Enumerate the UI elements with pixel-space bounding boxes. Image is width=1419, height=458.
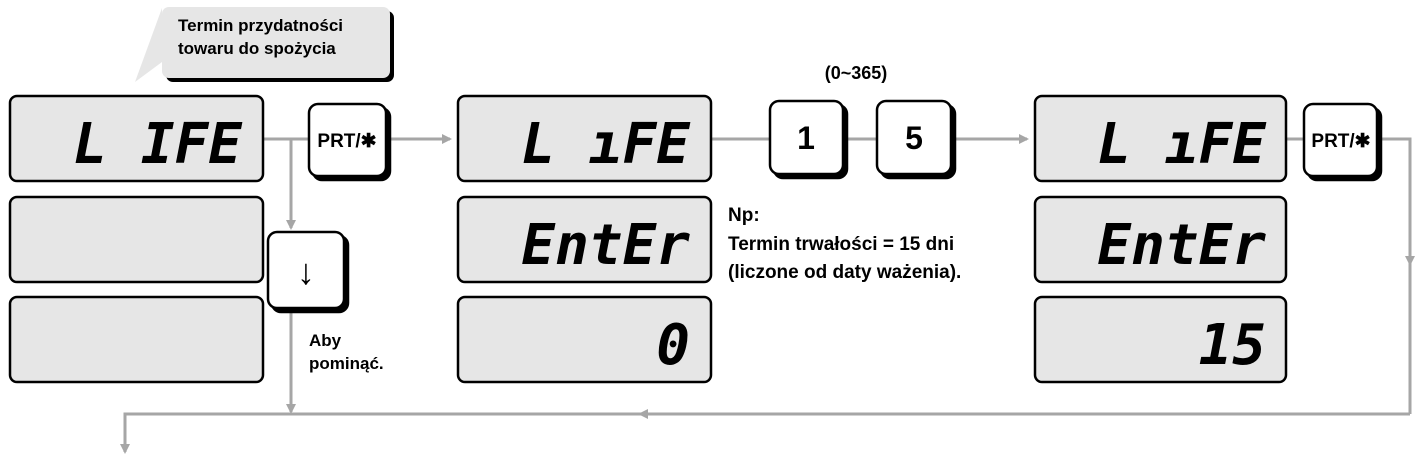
lcd-display (1033, 295, 1288, 384)
display-column-1: L IFE (8, 94, 265, 384)
lcd-display (8, 94, 265, 183)
digit-key-1[interactable]: 1 (768, 99, 845, 176)
lcd-display (1033, 94, 1288, 183)
display-column-2: L ıFE EntEr 0 (456, 94, 713, 384)
callout-line2: towaru do spożycia (178, 39, 336, 58)
lcd-text: EntEr (521, 213, 690, 278)
lcd-text: L ıFE (1097, 112, 1267, 177)
callout-line1: Termin przydatności (178, 16, 343, 35)
digit-key-5[interactable]: 5 (875, 99, 953, 176)
skip-note-line1: Aby (309, 331, 342, 350)
lcd-display (456, 94, 713, 183)
lcd-text: L ıFE (521, 112, 691, 177)
lcd-display (456, 195, 713, 284)
prt-key-label: PRT/✱ (1311, 131, 1370, 152)
connector-arrow-down (1377, 137, 1415, 266)
digit-key-label: 1 (797, 120, 815, 156)
example-note-line3: (liczone od daty ważenia). (728, 262, 961, 283)
lcd-display (1033, 195, 1288, 284)
display-column-3: L ıFE EntEr 15 (1033, 94, 1288, 384)
lcd-display (8, 295, 265, 384)
lcd-text: L IFE (73, 112, 243, 177)
lcd-text: 0 (656, 313, 690, 378)
callout: Termin przydatności towaru do spożycia (135, 7, 394, 82)
prt-key-label: PRT/✱ (317, 131, 376, 152)
example-note: Np: Termin trwałości = 15 dni (liczone o… (728, 205, 961, 283)
down-key[interactable]: ↓ (266, 230, 346, 310)
lcd-text: 15 (1199, 313, 1266, 378)
prt-key[interactable]: PRT/✱ (1302, 102, 1379, 178)
lcd-display (456, 295, 713, 384)
example-note-line1: Np: (728, 205, 760, 226)
skip-note: Aby pominąć. (309, 331, 384, 373)
connector-arrow-down (120, 412, 640, 454)
lcd-text: EntEr (1097, 213, 1266, 278)
digit-key-label: 5 (905, 120, 923, 156)
skip-note-line2: pominąć. (309, 354, 384, 373)
lcd-display (8, 195, 265, 284)
range-label: (0~365) (825, 63, 888, 83)
prt-key[interactable]: PRT/✱ (307, 102, 388, 178)
connectors (120, 134, 1415, 454)
example-note-line2: Termin trwałości = 15 dni (728, 234, 954, 255)
down-arrow-icon: ↓ (297, 251, 315, 292)
